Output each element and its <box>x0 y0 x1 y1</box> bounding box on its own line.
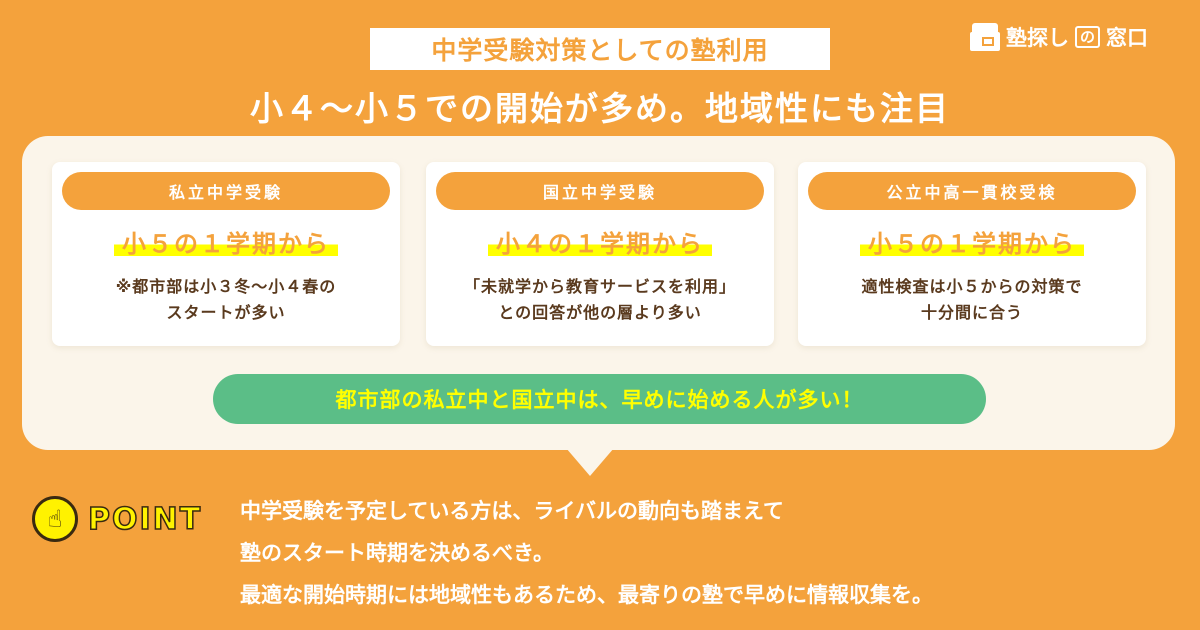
brand-logo[interactable]: 塾探し の 窓口 <box>968 20 1148 54</box>
pointing-hand-icon: ☝ <box>32 496 78 542</box>
card-description: ※都市部は小３冬～小４春の スタートが多い <box>115 277 337 322</box>
page-headline: 小４～小５での開始が多め。地域性にも注目 <box>250 89 950 128</box>
monitor-icon: の <box>1075 26 1101 48</box>
speech-bubble-tail <box>566 448 614 476</box>
card-highlight: 小５の１学期から <box>860 224 1084 259</box>
card-highlight: 小５の１学期から <box>114 224 338 259</box>
card-public-integrated-school: 公立中高一貫校受検 小５の１学期から 適性検査は小５からの対策で 十分間に合う <box>798 162 1146 346</box>
point-label: POINT <box>87 501 203 538</box>
card-description: 適性検査は小５からの対策で 十分間に合う <box>861 277 1083 322</box>
point-text: 中学受験を予定している方は、ライバルの動向も踏まえて 塾のスタート時期を決めるべ… <box>240 499 933 607</box>
point-label-group: ☝ POINT <box>32 496 202 542</box>
summary-banner: 都市部の私立中と国立中は、早めに始める人が多い！ <box>213 374 986 424</box>
card-category: 国立中学受験 <box>436 172 764 210</box>
section-tag: 中学受験対策としての塾利用 <box>370 28 830 70</box>
card-description: 「未就学から教育サービスを利用」 との回答が他の層より多い <box>463 277 736 322</box>
card-national-school: 国立中学受験 小４の１学期から 「未就学から教育サービスを利用」 との回答が他の… <box>426 162 774 346</box>
card-private-school: 私立中学受験 小５の１学期から ※都市部は小３冬～小４春の スタートが多い <box>52 162 400 346</box>
card-highlight: 小４の１学期から <box>488 224 712 259</box>
card-category: 私立中学受験 <box>62 172 390 210</box>
logo-text-end: 窓口 <box>1106 26 1149 50</box>
card-category: 公立中高一貫校受検 <box>808 172 1136 210</box>
logo-text-main: 塾探し <box>1006 26 1069 50</box>
house-icon <box>968 23 1000 51</box>
